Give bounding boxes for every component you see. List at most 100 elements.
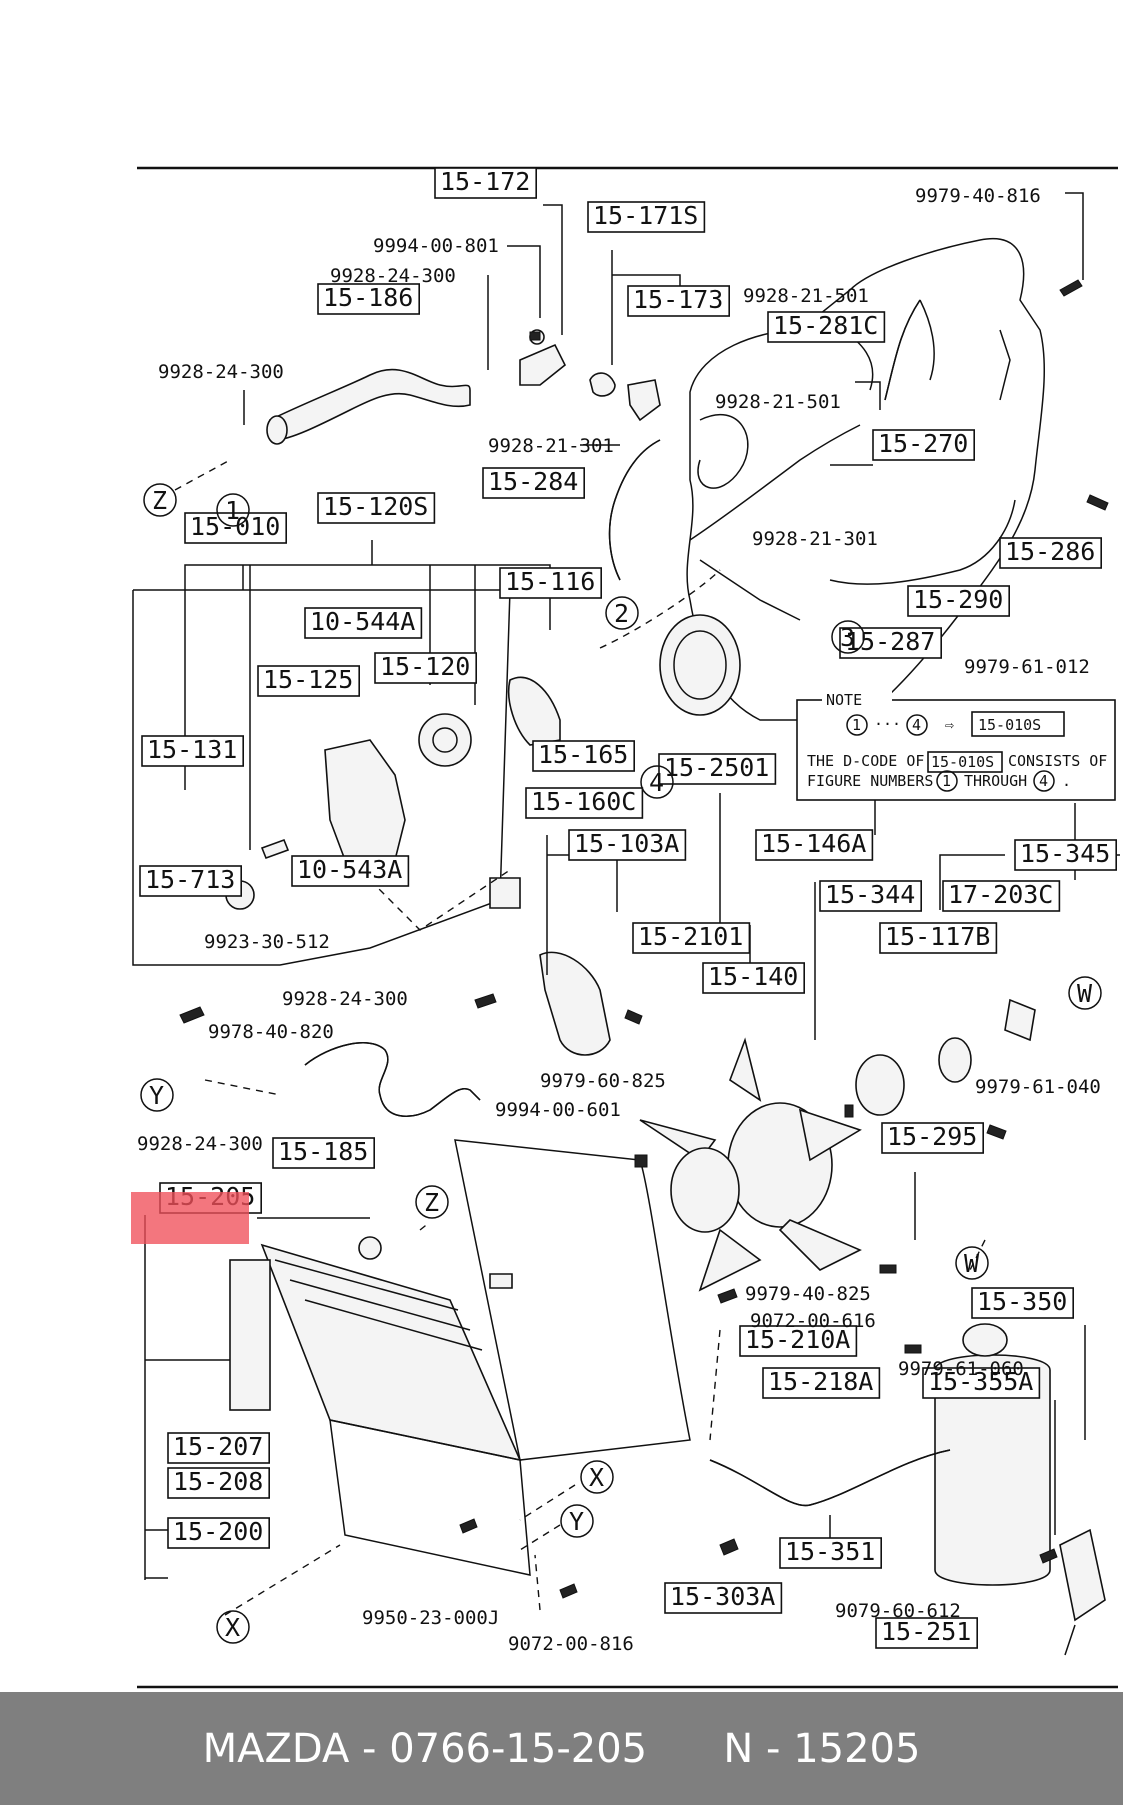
- callout-text: X: [225, 1613, 240, 1642]
- part-code-9979-40-825: 9979-40-825: [745, 1283, 871, 1305]
- upper-hoses: [266, 279, 1109, 585]
- radiator: [229, 1139, 691, 1576]
- label-text: 15-286: [1005, 537, 1095, 566]
- callout-text: Y: [149, 1081, 164, 1110]
- note-title: NOTE: [826, 691, 862, 709]
- note-range-start: 1: [852, 716, 861, 734]
- label-15-146A: 15-146A: [755, 829, 874, 861]
- engine-block: [659, 237, 1046, 721]
- label-15-218A: 15-218A: [762, 1367, 881, 1399]
- part-code-9928-21-501: 9928-21-501: [743, 285, 869, 307]
- callout-text: Y: [569, 1507, 584, 1536]
- label-15-251: 15-251: [875, 1617, 978, 1649]
- label-text: 15-172: [440, 167, 530, 196]
- note-line2: FIGURE NUMBERS: [807, 772, 933, 790]
- label-15-173: 15-173: [627, 285, 730, 317]
- label-15-351: 15-351: [779, 1537, 882, 1569]
- label-15-172: 15-172: [434, 167, 537, 199]
- label-text: 10-544A: [310, 607, 415, 636]
- label-17-203C: 17-203C: [942, 880, 1061, 912]
- label-text: 15-303A: [670, 1582, 775, 1611]
- label-15-165: 15-165: [532, 740, 635, 772]
- label-15-350: 15-350: [971, 1287, 1074, 1319]
- callout-Z: Z: [415, 1185, 449, 1219]
- label-15-290: 15-290: [907, 585, 1010, 617]
- label-text: 15-713: [145, 865, 235, 894]
- label-15-286: 15-286: [999, 537, 1102, 569]
- label-15-270: 15-270: [872, 429, 975, 461]
- label-text: 17-203C: [948, 880, 1053, 909]
- label-text: 15-116: [505, 567, 595, 596]
- label-15-2501: 15-2501: [658, 753, 777, 785]
- part-code-9979-61-040: 9979-61-040: [975, 1076, 1101, 1098]
- callout-1: 1: [216, 493, 250, 527]
- note-box: NOTE 1 ··· 4 ⇨ 15-010S THE D-CODE OF 15-…: [796, 690, 1116, 801]
- callout-X: X: [580, 1460, 614, 1494]
- note-line1-end: CONSISTS OF: [1008, 752, 1107, 770]
- label-15-171S: 15-171S: [587, 201, 706, 233]
- callout-text: Z: [152, 486, 167, 515]
- note-line1-ref: 15-010S: [931, 753, 994, 771]
- callout-Y: Y: [140, 1078, 174, 1112]
- label-15-284: 15-284: [482, 467, 585, 499]
- label-15-200: 15-200: [167, 1517, 270, 1549]
- label-15-160C: 15-160C: [525, 787, 644, 819]
- label-text: 15-218A: [768, 1367, 873, 1396]
- footer-part-number: 0766-15-205: [389, 1725, 648, 1772]
- callout-Z: Z: [143, 483, 177, 517]
- label-text: 15-200: [173, 1517, 263, 1546]
- label-text: 15-210A: [745, 1325, 850, 1354]
- svg-text:4: 4: [1039, 772, 1048, 790]
- label-text: 15-160C: [531, 787, 636, 816]
- label-text: 15-270: [878, 429, 968, 458]
- label-15-117B: 15-117B: [879, 922, 998, 954]
- label-text: 10-543A: [297, 855, 402, 884]
- label-10-543A: 10-543A: [291, 855, 410, 887]
- label-text: 15-345: [1020, 839, 1110, 868]
- label-15-210A: 15-210A: [739, 1325, 858, 1357]
- label-text: 15-355A: [928, 1367, 1033, 1396]
- parts-diagram: 15-17215-171S15-17315-18615-281C15-27015…: [132, 166, 1120, 1689]
- label-text: 15-125: [263, 665, 353, 694]
- label-15-2101: 15-2101: [632, 922, 751, 954]
- note-line1: THE D-CODE OF: [807, 752, 924, 770]
- label-text: 15-120: [380, 652, 470, 681]
- callout-text: W: [964, 1249, 980, 1278]
- part-code-9994-00-801: 9994-00-801: [373, 235, 499, 257]
- label-text: 15-173: [633, 285, 723, 314]
- dashed-leaders: [174, 459, 986, 1616]
- coolant-reservoir: [709, 1323, 1106, 1622]
- part-code-9928-24-300: 9928-24-300: [282, 988, 408, 1010]
- callout-2: 2: [605, 596, 639, 630]
- part-code-9928-21-501: 9928-21-501: [715, 391, 841, 413]
- part-code-9994-00-601: 9994-00-601: [495, 1099, 621, 1121]
- callout-text: Z: [424, 1188, 439, 1217]
- part-code-9079-60-612: 9079-60-612: [835, 1600, 961, 1622]
- callout-text: 3: [840, 623, 855, 652]
- part-code-9950-23-000J: 9950-23-000J: [362, 1607, 499, 1629]
- callout-3: 3: [831, 620, 865, 654]
- label-text: 15-350: [977, 1287, 1067, 1316]
- label-text: 15-131: [147, 735, 237, 764]
- label-15-186: 15-186: [317, 283, 420, 315]
- label-15-295: 15-295: [881, 1122, 984, 1154]
- part-code-9928-24-300: 9928-24-300: [158, 361, 284, 383]
- svg-text:1: 1: [942, 772, 951, 790]
- label-15-344: 15-344: [819, 880, 922, 912]
- callout-text: 1: [225, 496, 240, 525]
- boxed-labels: 15-17215-171S15-17315-18615-281C15-27015…: [139, 167, 1117, 1649]
- part-code-9072-00-816: 9072-00-816: [508, 1633, 634, 1655]
- label-15-116: 15-116: [499, 567, 602, 599]
- part-code-9978-40-820: 9978-40-820: [208, 1021, 334, 1043]
- part-code-9928-21-301: 9928-21-301: [752, 528, 878, 550]
- svg-text:···: ···: [874, 715, 901, 733]
- label-text: 15-208: [173, 1467, 263, 1496]
- callout-text: X: [589, 1463, 604, 1492]
- label-text: 15-146A: [761, 829, 866, 858]
- label-text: 15-171S: [593, 201, 698, 230]
- label-text: 15-290: [913, 585, 1003, 614]
- callout-X: X: [216, 1610, 250, 1644]
- label-15-287: 15-287: [839, 627, 942, 659]
- svg-text:⇨: ⇨: [945, 716, 954, 734]
- lower-hose: [304, 951, 611, 1117]
